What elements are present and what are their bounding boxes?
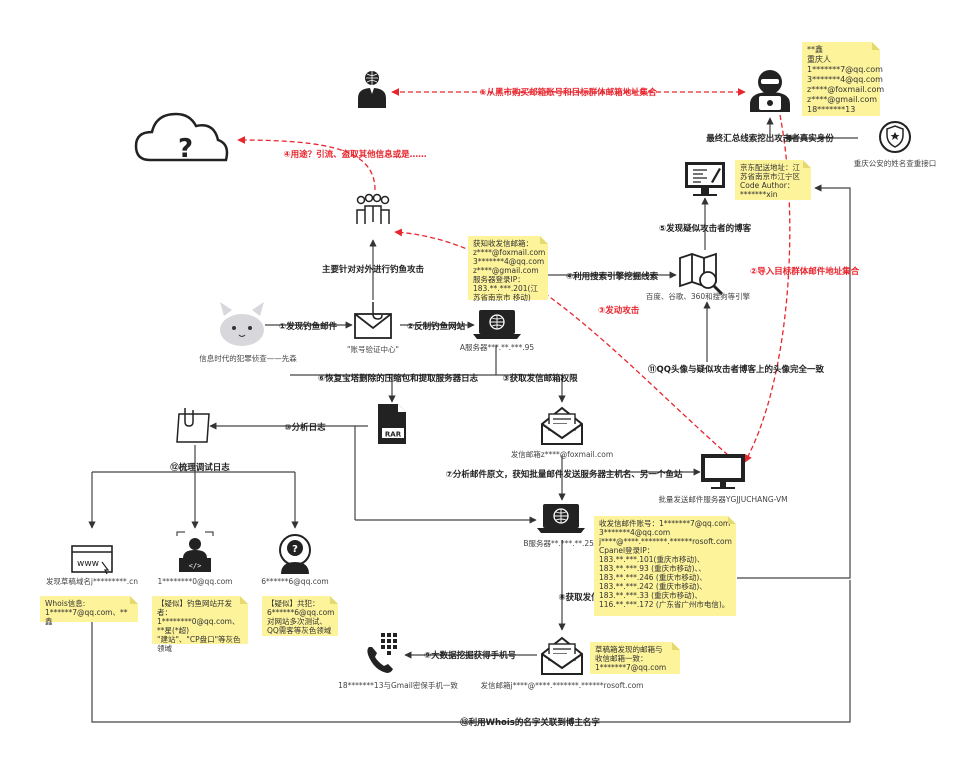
black-edges xyxy=(88,117,858,723)
developer-icon: </> xyxy=(176,531,214,572)
svg-text:RAR: RAR xyxy=(385,431,402,439)
cat-mascot-icon xyxy=(220,302,264,346)
step-s2: ②反制钓鱼网站 xyxy=(407,321,466,332)
label-r4: ④用途？引流、盗取其他信息或是…… xyxy=(283,149,426,160)
note-attacker-profile: **鑫 重庆人 1*******7@qq.com 3*******4@qq.co… xyxy=(802,42,884,116)
edge-bulk-server-to-victims xyxy=(394,228,729,456)
www-text: www xyxy=(77,559,99,569)
phishing-mail-icon xyxy=(354,302,392,339)
edge-s13 xyxy=(91,580,851,723)
label-targeted-phish: 主要针对对外进行钓鱼攻击 xyxy=(322,264,425,275)
step-s9: ⑨大数据挖掘获得手机号 xyxy=(424,650,517,661)
label-author: 信息时代的犯罪侦查——先森 xyxy=(199,353,297,363)
label-phone-found: 18*******13与Gmail密保手机一致 xyxy=(338,680,458,690)
cloud-question-icon: ? xyxy=(134,112,229,164)
hacker-icon xyxy=(750,70,790,112)
svg-text:?: ? xyxy=(292,544,298,555)
label-search-engines: 百度、谷歌、360和搜狗等引擎 xyxy=(646,291,751,301)
server-b-laptop-icon xyxy=(537,504,585,533)
edge-attacker-to-bulk-server xyxy=(744,114,791,463)
market-user-icon xyxy=(358,71,386,108)
svg-text:?: ? xyxy=(178,134,193,164)
step-s12: ⑫梳理调试日志 xyxy=(170,462,230,473)
drafts-mailbox-icon xyxy=(541,636,583,675)
note-suspect-accomplice: 【疑似】共犯： 6******6@qq.com 对网站多次测试、 QQ需客等灰色… xyxy=(262,596,338,636)
label-mail-center: "账号验证中心" xyxy=(347,344,399,354)
bulk-server-monitor-icon xyxy=(701,454,745,489)
label-r3: ③发动攻击 xyxy=(598,305,640,316)
note-server-b: 收发信邮件账号：1*******7@qq.com 3*******4@qq.co… xyxy=(594,516,736,616)
label-r1: ①从黑市购买邮箱账号和目标群体邮箱地址集合 xyxy=(479,87,657,98)
label-qq2: 6******6@qq.com xyxy=(261,577,328,586)
note-whois: Whois信息: 1******7@qq.com、**鑫 xyxy=(40,596,138,626)
label-bulk-server: 批量发送邮件服务器YGJJUCHANG-VM xyxy=(658,494,787,504)
step-s11: ⑪QQ头像与疑似攻击者博客上的头像完全一致 xyxy=(648,364,824,375)
label-police: 重庆公安的姓名查重接口 xyxy=(854,158,937,168)
step-s13: ⑬利用Whois的名字关联到博主名字 xyxy=(460,717,600,728)
label-server-a: A服务器***.**.***.95 xyxy=(460,342,535,352)
sender-mailbox-icon xyxy=(541,406,583,445)
step-s3: ③获取发信邮箱权限 xyxy=(502,373,578,384)
label-domain-found: 发现草稿域名j*********.cn xyxy=(46,576,138,586)
label-r2: ②导入目标群体邮件地址集合 xyxy=(750,266,860,277)
step-s4: ④利用搜索引擎挖掘线索 xyxy=(566,271,659,282)
edge-victims-to-cloud xyxy=(237,136,376,191)
step-s1: ①发现钓鱼邮件 xyxy=(279,321,338,332)
step-s7: ⑦分析邮件原文，获知批量邮件发送服务器主机名、另一个鱼站 xyxy=(446,469,683,480)
paperclip-note-icon xyxy=(176,408,210,443)
www-browser-icon: www xyxy=(71,545,113,575)
edge-b-to-attacker xyxy=(737,184,851,579)
note-drafts: 草稿箱发现的邮箱与 收信邮箱一致： 1*******7@qq.com xyxy=(590,642,680,674)
label-final-identity: 最终汇总线索挖出攻击者真实身份 xyxy=(706,133,834,144)
red-dashed-edges xyxy=(237,88,791,463)
server-a-laptop-icon xyxy=(473,310,521,339)
label-sender-mailbox2: 发信邮箱j****@****.*******.******rosoft.com xyxy=(481,680,644,690)
note-suspect-developer: 【疑似】钓鱼网站开发者： 1********0@qq.com、**星(*超) "… xyxy=(152,596,248,653)
phone-keypad-icon xyxy=(367,633,397,673)
victims-group-icon xyxy=(356,193,390,224)
label-server-b: B服务器**.***.**.253 xyxy=(523,538,599,548)
accomplice-question-icon: ? xyxy=(279,534,311,574)
svg-text:</>: </> xyxy=(189,562,202,570)
police-shield-icon xyxy=(879,121,911,153)
map-search-icon xyxy=(679,252,724,296)
rar-file-icon: RAR xyxy=(378,404,406,444)
label-qq1: 1********0@qq.com xyxy=(158,577,233,586)
step-s10: ⑩分析日志 xyxy=(284,422,326,433)
label-sender-mailbox1: 发信邮箱z****@foxmail.com xyxy=(511,449,613,459)
step-s5: ⑤发现疑似攻击者的博客 xyxy=(659,223,752,234)
blog-monitor-icon xyxy=(685,162,725,196)
note-blog-info: 京东配送地址：江苏省南京市江宁区 Code Author： *******xin xyxy=(735,160,811,200)
step-s6: ⑥恢复宝塔删除的压缩包和提取服务器日志 xyxy=(318,373,479,384)
note-server-a: 获知收发信邮箱： z****@foxmail.com 3*******4@qq.… xyxy=(468,236,548,302)
